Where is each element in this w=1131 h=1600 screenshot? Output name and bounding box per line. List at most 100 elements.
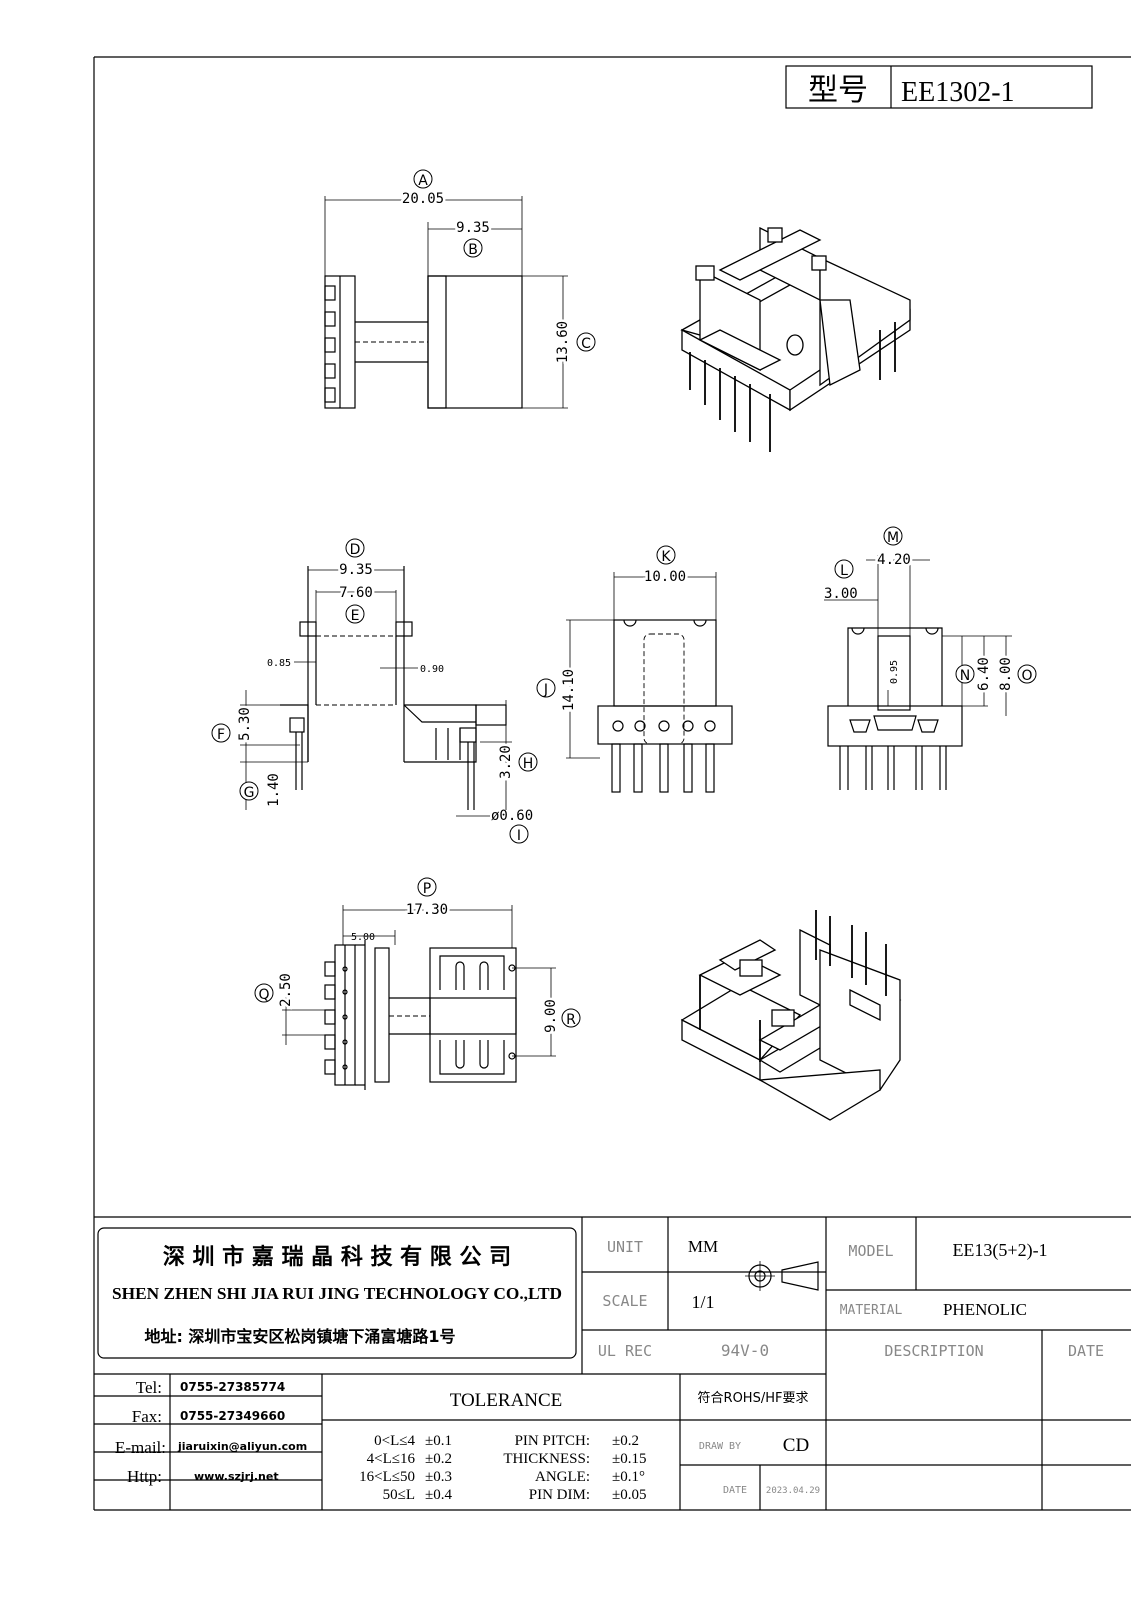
- dim-H-value: 3.20: [498, 745, 514, 779]
- tol-value-1: ±0.1: [425, 1433, 452, 1449]
- top-view: 20.05 A 9.35 B 13.60 C: [324, 169, 596, 409]
- date-row-value: 2023.04.29: [766, 1486, 820, 1496]
- spec-value-1: ±0.2: [612, 1433, 639, 1449]
- spec-label-2: THICKNESS:: [503, 1451, 590, 1467]
- unit-label: UNIT: [607, 1238, 643, 1256]
- dim-right-wall-value: 0.90: [420, 664, 444, 675]
- tel-value: 0755-27385774: [180, 1380, 285, 1394]
- dim-inner-value: 0.95: [889, 660, 900, 684]
- dim-H-label: H: [523, 756, 534, 772]
- isometric-view-top: [680, 226, 911, 452]
- dim-B-value: 9.35: [456, 220, 490, 236]
- spec-label-4: PIN DIM:: [529, 1487, 590, 1503]
- dim-M-value: 4.20: [877, 552, 911, 568]
- dim-N-label: N: [960, 668, 970, 684]
- dim-A-value: 20.05: [402, 191, 444, 207]
- dim-R-value: 9.00: [543, 999, 559, 1033]
- tol-value-4: ±0.4: [425, 1487, 452, 1503]
- dim-L-label: L: [840, 563, 848, 579]
- dim-P-value: 17.30: [406, 902, 448, 918]
- dim-Q-value: 2.50: [278, 973, 294, 1007]
- end-view: 4.20 M 3.00 L 0.95 6.40 N 8.00 O: [824, 526, 1037, 790]
- company-name-cn: 深 圳 市 嘉 瑞 晶 科 技 有 限 公 司: [163, 1244, 511, 1270]
- ul-value: 94V-0: [721, 1341, 769, 1360]
- material-value: PHENOLIC: [943, 1300, 1027, 1319]
- scale-label: SCALE: [602, 1292, 647, 1310]
- dim-E-value: 7.60: [339, 585, 373, 601]
- spec-value-2: ±0.15: [612, 1451, 646, 1467]
- dim-D-value: 9.35: [339, 562, 373, 578]
- http-label: Http:: [127, 1467, 162, 1486]
- tol-range-1: 0<L≤4: [374, 1433, 415, 1449]
- model-label: MODEL: [848, 1242, 893, 1260]
- spec-tolerances: PIN PITCH: THICKNESS: ANGLE: PIN DIM: ±0…: [503, 1433, 646, 1503]
- projection-symbol: [745, 1261, 819, 1291]
- tol-value-3: ±0.3: [425, 1469, 452, 1485]
- description-label: DESCRIPTION: [884, 1342, 983, 1360]
- spec-value-3: ±0.1°: [612, 1469, 645, 1485]
- dim-K-value: 10.00: [644, 569, 686, 585]
- dim-M-label: M: [887, 530, 899, 546]
- dim-K-label: K: [661, 549, 671, 565]
- tol-range-3: 16<L≤50: [359, 1469, 415, 1485]
- unit-value: MM: [688, 1237, 718, 1256]
- model-value: EE13(5+2)-1: [952, 1240, 1047, 1261]
- dim-B-label: B: [468, 242, 478, 258]
- dim-J-value: 14.10: [561, 669, 577, 711]
- dim-L-value: 3.00: [824, 586, 858, 602]
- tolerance-ranges: 0<L≤4 4<L≤16 16<L≤50 50≤L ±0.1 ±0.2 ±0.3…: [359, 1433, 452, 1503]
- front-view: 9.35 D 7.60 E 0.85 0.90 5.30 F 1.40 G 3.…: [211, 538, 538, 844]
- header-model-box: 型号 EE1302-1: [785, 65, 1093, 109]
- tol-range-2: 4<L≤16: [367, 1451, 416, 1467]
- company-address: 地址: 深圳市宝安区松岗镇塘下涌富塘路1号: [144, 1327, 455, 1346]
- dim-P-label: P: [423, 881, 431, 897]
- dim-C-label: C: [581, 336, 591, 352]
- sheet-frame: [93, 56, 1131, 1511]
- bottom-view: 17.30 P 5.00 2.50 Q 9.00 R: [254, 877, 581, 1090]
- drawn-by-label: DRAW BY: [699, 1441, 741, 1452]
- date-label: DATE: [1068, 1342, 1104, 1360]
- side-view: 10.00 K 14.10 J: [536, 545, 733, 793]
- dim-G-value: 1.40: [266, 773, 282, 807]
- header-model-label: 型号: [808, 73, 868, 108]
- dim-R-label: R: [566, 1012, 576, 1028]
- fax-label: Fax:: [132, 1407, 162, 1426]
- dim-G-label: G: [244, 785, 255, 801]
- dim-F-value: 5.30: [237, 707, 253, 741]
- dim-I-value: ø0.60: [491, 808, 533, 824]
- scale-value: 1/1: [691, 1292, 714, 1312]
- fax-value: 0755-27349660: [180, 1409, 285, 1423]
- dim-J-label: J: [543, 682, 548, 698]
- dim-N-value: 6.40: [976, 657, 992, 691]
- dim-D-label: D: [350, 542, 361, 558]
- title-block: 深 圳 市 嘉 瑞 晶 科 技 有 限 公 司 SHEN ZHEN SHI JI…: [94, 1216, 1131, 1510]
- tel-label: Tel:: [136, 1378, 162, 1397]
- rohs-compliance: 符合ROHS/HF要求: [698, 1390, 809, 1406]
- spec-label-3: ANGLE:: [535, 1469, 590, 1485]
- dim-F-label: F: [217, 727, 225, 743]
- ul-label: UL REC: [598, 1342, 652, 1360]
- dim-O-value: 8.00: [998, 657, 1014, 691]
- header-model-value: EE1302-1: [901, 77, 1015, 108]
- dim-Q-label: Q: [258, 987, 269, 1003]
- material-label: MATERIAL: [840, 1303, 903, 1318]
- dim-C-value: 13.60: [555, 321, 571, 363]
- dim-E-label: E: [351, 608, 360, 624]
- spec-value-4: ±0.05: [612, 1487, 646, 1503]
- isometric-view-bottom: [680, 910, 902, 1121]
- http-value: www.szjrj.net: [194, 1470, 279, 1483]
- tol-value-2: ±0.2: [425, 1451, 452, 1467]
- email-label: E-mail:: [115, 1438, 166, 1457]
- tol-range-4: 50≤L: [383, 1487, 415, 1503]
- dim-pin-offset-value: 5.00: [351, 932, 375, 943]
- tolerance-title: TOLERANCE: [450, 1390, 563, 1411]
- dim-A-label: A: [418, 173, 428, 189]
- drawn-by-value: CD: [783, 1435, 809, 1456]
- dim-I-label: I: [517, 828, 521, 844]
- email-value: jiaruixin@aliyun.com: [177, 1440, 307, 1453]
- dim-left-wall-value: 0.85: [267, 658, 291, 669]
- spec-label-1: PIN PITCH:: [515, 1433, 590, 1449]
- dim-O-label: O: [1021, 668, 1032, 684]
- company-name-en: SHEN ZHEN SHI JIA RUI JING TECHNOLOGY CO…: [112, 1284, 562, 1303]
